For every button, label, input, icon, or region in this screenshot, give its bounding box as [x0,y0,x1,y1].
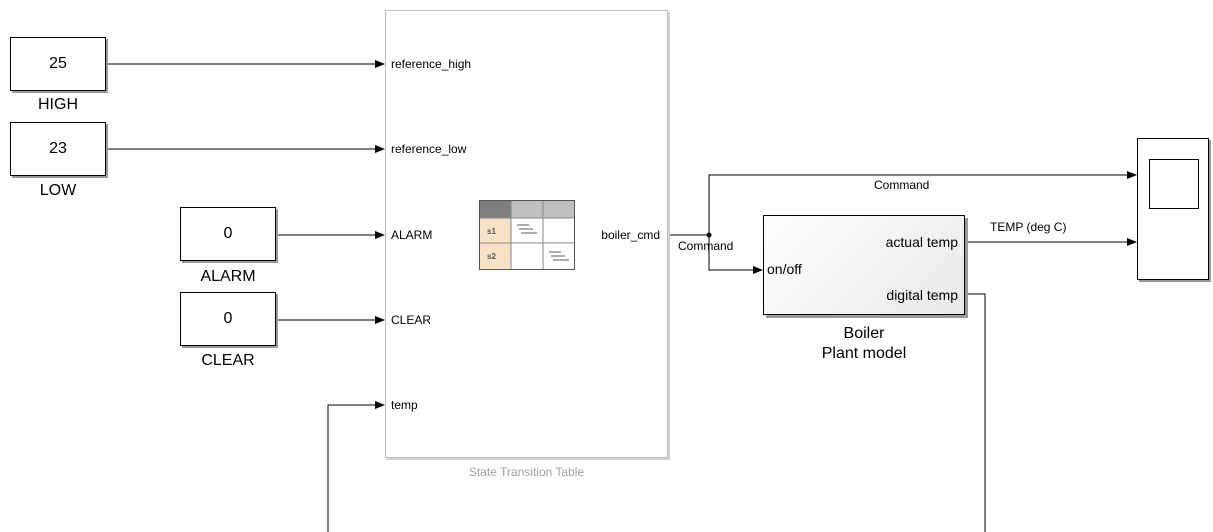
output-port-boiler-cmd: boiler_cmd [601,228,660,242]
input-port-reference-low: reference_low [391,142,467,156]
signal-label-temp: TEMP (deg C) [990,220,1067,234]
constant-value-clear: 0 [223,310,233,327]
constant-block-low[interactable]: 23 [10,122,106,176]
input-port-temp: temp [391,398,418,412]
plant-label-line2: Plant model [821,345,907,362]
line-command-to-scope[interactable] [708,171,1137,235]
constant-block-high[interactable]: 25 [10,37,106,91]
state-transition-table-caption: State Transition Table [468,465,585,479]
input-port-reference-high: reference_high [391,57,472,71]
boiler-plant-model-block[interactable]: on/off actual temp digital temp [763,215,965,315]
scope-screen-icon [1149,159,1199,209]
plant-output-digital-temp: digital temp [886,287,958,303]
state-transition-table-block[interactable]: reference_high reference_low ALARM CLEAR… [385,10,668,458]
constant-block-alarm[interactable]: 0 [180,207,276,261]
state-label-s2: s2 [487,252,496,261]
state-transition-table-icon: s1 s2 [479,200,575,270]
scope-block[interactable] [1137,138,1209,280]
plant-label-line1: Boiler [843,325,885,342]
state-label-s1: s1 [487,227,496,236]
constant-value-high: 25 [49,55,67,72]
constant-block-clear[interactable]: 0 [180,292,276,346]
line-digital-temp-feedback[interactable] [965,293,986,532]
constant-label-alarm: ALARM [200,268,256,285]
input-port-clear: CLEAR [391,313,432,327]
line-feedback-to-temp[interactable] [327,401,385,532]
signal-label-command-branch: Command [678,239,734,253]
branch-point [706,232,712,238]
constant-label-low: LOW [39,182,77,199]
line-command-to-plant[interactable] [708,235,763,274]
input-port-alarm: ALARM [391,228,433,242]
constant-value-low: 23 [49,140,67,157]
constant-label-clear: CLEAR [201,352,255,369]
plant-output-actual-temp: actual temp [885,234,958,250]
plant-input-on-off: on/off [767,261,802,277]
constant-label-high: HIGH [38,96,78,113]
constant-value-alarm: 0 [223,225,233,242]
signal-label-command-top: Command [874,178,930,192]
